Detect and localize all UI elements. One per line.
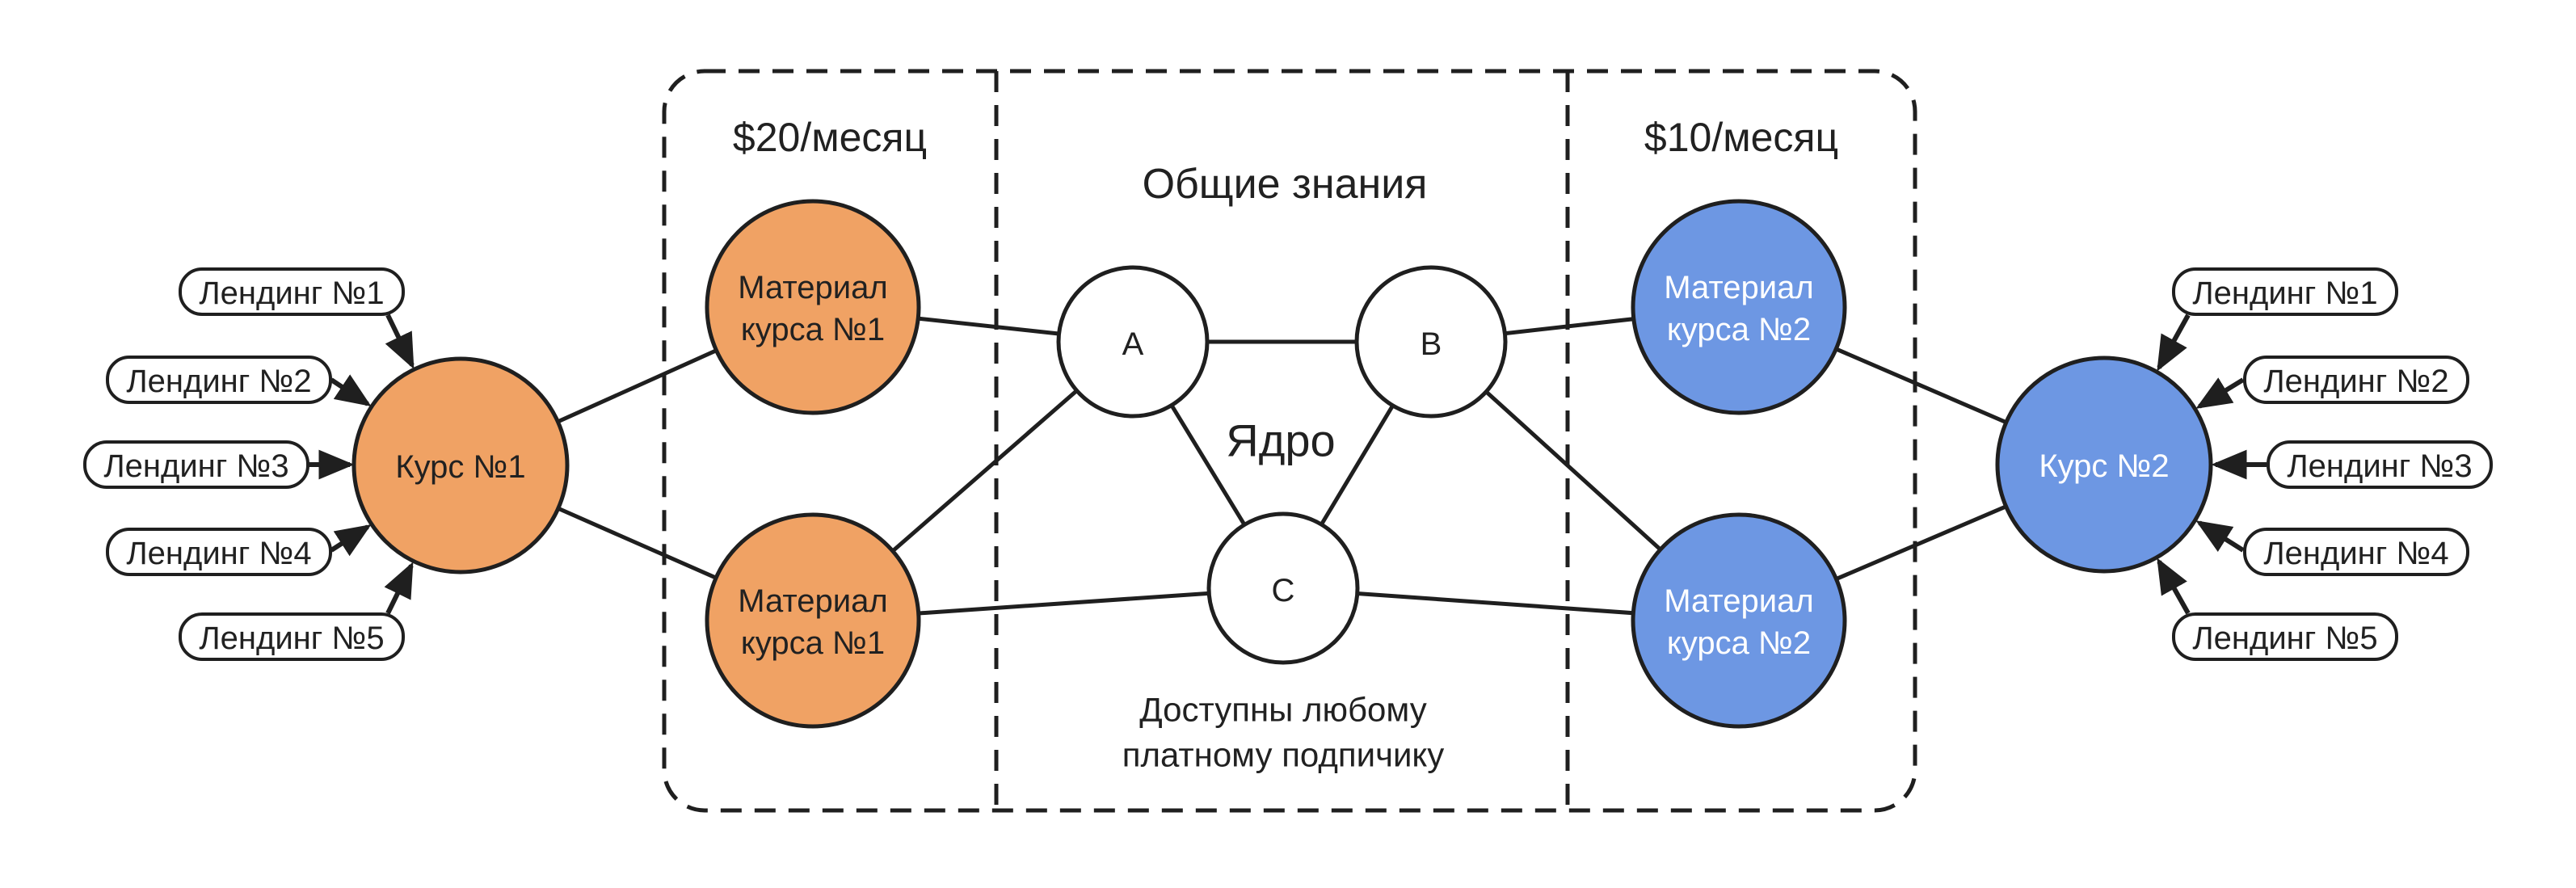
arrow-right-landing2 — [2195, 377, 2245, 409]
shared-knowledge-title: Общие знания — [1143, 161, 1428, 208]
material1-top-label-line1: Материал — [738, 270, 887, 305]
left-landing2-label: Лендинг №2 — [126, 364, 311, 399]
right-landing3-box — [2267, 440, 2493, 489]
core-b-label: B — [1421, 326, 1442, 362]
node-material2-top — [1631, 199, 1847, 415]
arrow-left-landing5 — [384, 562, 414, 615]
right-landing2-box — [2243, 356, 2469, 404]
right-landing5-box — [2172, 612, 2398, 661]
right-landing1-label: Лендинг №1 — [2192, 276, 2377, 311]
core-c-label: C — [1272, 573, 1295, 608]
arrow-left-landing4 — [330, 524, 372, 557]
tier20-price-title: $20/месяц — [733, 115, 927, 160]
material1-bottom-label-line2: курса №1 — [741, 625, 885, 661]
right-landing2-label: Лендинг №2 — [2263, 364, 2448, 399]
right-landing4-box — [2243, 528, 2469, 576]
material1-top-label-line2: курса №1 — [741, 312, 885, 347]
material1-bottom-label-line1: Материал — [738, 583, 887, 619]
material2-top-label-line2: курса №2 — [1667, 312, 1811, 347]
left-landing4-box — [106, 528, 332, 576]
node-course2 — [1995, 356, 2213, 574]
right-landing-arrows — [2157, 314, 2267, 615]
node-material1-bottom — [705, 512, 921, 729]
node-course1 — [351, 356, 570, 574]
material2-top-label-line1: Материал — [1664, 270, 1813, 305]
node-core-c — [1206, 511, 1360, 665]
subscription-tiers-container — [662, 69, 1917, 813]
material2-bottom-label-line1: Материал — [1664, 583, 1813, 619]
course2-label: Курс №2 — [2039, 448, 2169, 484]
core-caption-line2: платному подпичику — [1122, 736, 1445, 774]
left-landing1-label: Лендинг №1 — [199, 276, 384, 311]
core-caption-line1: Доступны любому — [1139, 691, 1427, 729]
right-landing1-box — [2172, 267, 2398, 316]
left-landing1-box — [179, 267, 405, 316]
right-landing4-label: Лендинг №4 — [2263, 536, 2448, 571]
right-landing3-label: Лендинг №3 — [2287, 448, 2472, 484]
material2-bottom-label-line2: курса №2 — [1667, 625, 1811, 661]
course1-label: Курс №1 — [395, 449, 525, 485]
node-core-b — [1354, 265, 1508, 419]
node-material2-bottom — [1631, 512, 1847, 729]
left-landing2-box — [106, 356, 332, 404]
arrow-left-landing1 — [385, 314, 415, 369]
arrow-right-landing4 — [2195, 520, 2245, 553]
left-landing-boxes — [83, 267, 405, 661]
arrow-right-landing1 — [2157, 314, 2191, 372]
tier10-price-title: $10/месяц — [1644, 115, 1838, 160]
left-landing3-box — [83, 440, 309, 489]
left-landing4-label: Лендинг №4 — [126, 536, 311, 571]
node-material1-top — [705, 199, 921, 415]
core-a-label: A — [1122, 326, 1144, 362]
right-landing5-label: Лендинг №5 — [2192, 621, 2377, 656]
right-landing-boxes — [2172, 267, 2493, 661]
node-core-a — [1056, 265, 1210, 419]
left-landing5-label: Лендинг №5 — [199, 621, 384, 656]
left-landing3-label: Лендинг №3 — [103, 448, 288, 484]
left-landing5-box — [179, 612, 405, 661]
left-landing-arrows — [309, 314, 415, 615]
arrow-left-landing2 — [330, 374, 372, 407]
arrow-right-landing5 — [2157, 558, 2191, 615]
core-title: Ядро — [1226, 415, 1335, 466]
